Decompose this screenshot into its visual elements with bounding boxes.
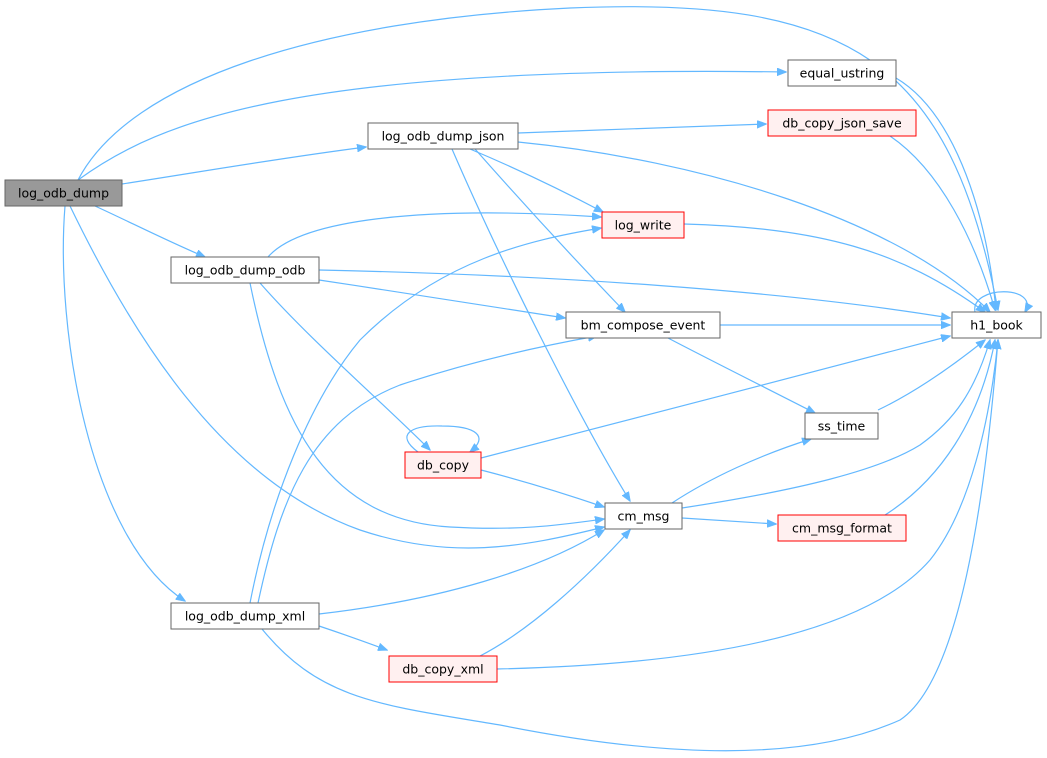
node-db-copy-json-save[interactable]: db_copy_json_save: [767, 109, 917, 137]
node-box: [787, 59, 897, 87]
edge-log-odb-dump-odb-to-bm-compose-event: [318, 279, 565, 318]
edge-log-odb-dump-to-log-odb-dump-odb: [94, 205, 205, 257]
edge-log-odb-dump-to-log-odb-dump-xml: [62, 205, 185, 601]
edge-cm-msg-to-ss-time: [671, 439, 811, 504]
edge-log-odb-dump-to-cm-msg: [69, 205, 604, 549]
edge-db-copy-xml-to-cm-msg: [479, 530, 630, 657]
node-equal-ustring[interactable]: equal_ustring: [787, 59, 897, 87]
node-box: [170, 256, 320, 284]
node-label: h1_book: [970, 318, 1023, 333]
edge-db-copy-json-save-to-h1-book: [889, 135, 995, 310]
edge-db-copy-xml-to-h1-book: [496, 340, 998, 670]
node-label: ss_time: [818, 419, 866, 434]
node-db-copy-xml[interactable]: db_copy_xml: [388, 655, 498, 683]
node-db-copy[interactable]: db_copy: [404, 451, 482, 479]
edge-log-odb-dump-json-to-bm-compose-event: [474, 148, 625, 312]
edge-db-copy-to-cm-msg: [480, 469, 604, 507]
node-label: cm_msg_format: [792, 521, 892, 536]
node-label: log_odb_dump_xml: [185, 609, 305, 624]
edge-log-odb-dump-json-to-cm-msg: [451, 148, 630, 501]
edge-cm-msg-to-cm-msg-format: [681, 517, 776, 524]
node-box: [4, 179, 123, 207]
edge-log-odb-dump-odb-to-log-write: [267, 212, 601, 258]
node-label: db_copy: [417, 458, 470, 473]
node-box: [170, 602, 320, 630]
node-cm-msg[interactable]: cm_msg: [604, 502, 683, 530]
edge-log-odb-dump-odb-to-h1-book: [318, 269, 950, 318]
edge-log-odb-dump-xml-to-h1-book: [261, 340, 998, 752]
edge-log-odb-dump-json-to-h1-book: [517, 141, 990, 312]
edge-log-write-to-h1-book: [683, 223, 985, 312]
edge-db-copy-to-h1-book: [480, 336, 950, 459]
edge-log-odb-dump-json-to-db-copy-json-save: [517, 124, 766, 134]
node-box: [367, 122, 519, 150]
edge-db-copy-to-db-copy: [406, 425, 480, 452]
edge-cm-msg-to-h1-book: [681, 340, 990, 509]
node-label: log_write: [615, 218, 672, 233]
edge-log-odb-dump-xml-to-cm-msg: [318, 530, 604, 615]
edge-h1-book-to-h1-book: [974, 291, 1027, 312]
nodes-layer: log_odb_dump equal_ustring log_odb_dump_js…: [4, 59, 1042, 683]
edge-log-odb-dump-to-log-odb-dump-json: [121, 147, 366, 185]
node-box: [565, 311, 721, 339]
node-box: [404, 451, 482, 479]
edge-log-odb-dump-to-equal-ustring: [77, 71, 786, 181]
edge-log-odb-dump-odb-to-db-copy: [259, 282, 430, 450]
node-bm-compose-event[interactable]: bm_compose_event: [565, 311, 721, 339]
node-box: [388, 655, 498, 683]
node-label: bm_compose_event: [581, 318, 706, 333]
node-label: log_odb_dump_odb: [185, 263, 306, 278]
node-box: [951, 311, 1042, 339]
node-log-odb-dump-xml[interactable]: log_odb_dump_xml: [170, 602, 320, 630]
edge-bm-compose-event-to-ss-time: [667, 337, 815, 413]
edge-log-odb-dump-xml-to-db-copy-xml: [318, 625, 387, 650]
node-log-odb-dump-json[interactable]: log_odb_dump_json: [367, 122, 519, 150]
node-log-odb-dump[interactable]: log_odb_dump: [4, 179, 123, 207]
node-label: db_copy_json_save: [782, 116, 902, 131]
node-log-write[interactable]: log_write: [601, 211, 685, 239]
edges-layer: [62, 6, 1027, 752]
node-box: [777, 514, 907, 542]
edge-log-odb-dump-xml-to-log-write: [249, 228, 601, 604]
node-label: equal_ustring: [800, 66, 885, 81]
node-label: log_odb_dump: [18, 186, 109, 201]
node-box: [767, 109, 917, 137]
node-cm-msg-format[interactable]: cm_msg_format: [777, 514, 907, 542]
node-h1-book[interactable]: h1_book: [951, 311, 1042, 339]
node-box: [804, 412, 879, 440]
edge-log-odb-dump-xml-to-bm-compose-event: [257, 336, 597, 604]
edge-cm-msg-format-to-h1-book: [884, 340, 995, 516]
node-label: db_copy_xml: [402, 662, 483, 677]
edge-log-odb-dump-to-h1-book: [77, 6, 998, 310]
node-ss-time[interactable]: ss_time: [804, 412, 879, 440]
node-box: [601, 211, 685, 239]
node-box: [604, 502, 683, 530]
edge-equal-ustring-to-h1-book: [895, 77, 996, 310]
node-label: log_odb_dump_json: [382, 129, 505, 144]
edge-log-odb-dump-odb-to-cm-msg: [249, 282, 604, 529]
node-log-odb-dump-odb[interactable]: log_odb_dump_odb: [170, 256, 320, 284]
edge-ss-time-to-h1-book: [877, 340, 985, 411]
edge-log-odb-dump-json-to-log-write: [469, 148, 603, 212]
node-label: cm_msg: [618, 509, 670, 524]
